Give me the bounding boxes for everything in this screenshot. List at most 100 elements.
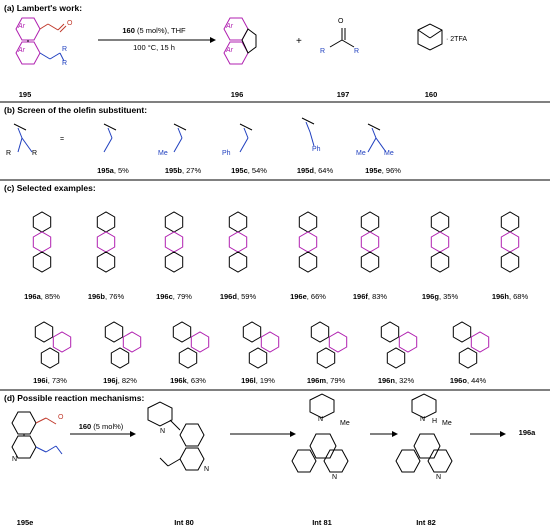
r1-label: R — [62, 46, 68, 53]
condition-line-2: 100 °C, 15 h — [133, 43, 175, 52]
label-196c: 196c, 79% — [156, 292, 192, 301]
me-195b: Me — [158, 150, 168, 157]
ring — [228, 251, 248, 273]
ring — [172, 321, 192, 343]
o-195e: O — [58, 414, 64, 421]
ring — [32, 251, 52, 273]
label-196g: 196g, 35% — [421, 292, 459, 301]
ring — [316, 347, 336, 369]
section-d-header: (d) Possible reaction mechanisms: — [4, 393, 145, 403]
label-195e: 195e — [16, 518, 34, 527]
me-195e-right: Me — [384, 150, 394, 157]
mech-condition: 160 (5 mol%) — [78, 422, 124, 431]
ring — [34, 321, 54, 343]
label-196b: 196b, 76% — [87, 292, 125, 301]
ph-195d: Ph — [312, 146, 321, 153]
ring — [310, 321, 330, 343]
r1-generic: R — [6, 150, 12, 157]
label-196h: 196h, 68% — [491, 292, 529, 301]
n2-int82: N — [436, 474, 442, 481]
label-195: 195 — [18, 90, 32, 99]
r2-197: R — [354, 48, 360, 55]
plus-sign: + — [296, 36, 302, 47]
n2-int81: N — [332, 474, 338, 481]
ring — [178, 347, 198, 369]
me-int82: Me — [442, 420, 452, 427]
ring — [386, 347, 406, 369]
ring — [298, 251, 318, 273]
ring — [470, 331, 490, 353]
n-int80: N — [160, 428, 166, 435]
condition-line-1: 160 (5 mol%), THF — [122, 26, 186, 35]
label-196j: 196j, 82% — [103, 376, 137, 385]
label-196i: 196i, 73% — [33, 376, 67, 385]
label-195a: 195a, 5% — [97, 166, 129, 175]
me-int81: Me — [340, 420, 350, 427]
equals-sign: = — [60, 136, 65, 143]
ring — [328, 331, 348, 353]
r2-generic: R — [32, 150, 38, 157]
ring — [40, 347, 60, 369]
label-196m: 196m, 79% — [306, 376, 346, 385]
product-196a: 196a — [518, 428, 536, 437]
label-196d: 196d, 59% — [219, 292, 257, 301]
ring — [500, 251, 520, 273]
label-196l: 196l, 19% — [241, 376, 275, 385]
label-int82: Int 82 — [416, 518, 436, 527]
ar-label-bottom: Ar — [18, 47, 25, 54]
o-197: O — [338, 18, 344, 25]
label-195c: 195c, 54% — [231, 166, 267, 175]
label-195d: 195d, 64% — [296, 166, 334, 175]
ring — [110, 347, 130, 369]
label-160: 160 — [424, 90, 438, 99]
ph-195c: Ph — [222, 150, 231, 157]
ar-196-top: Ar — [226, 23, 233, 30]
h-int82: H — [432, 418, 438, 425]
me-195e-left: Me — [356, 150, 366, 157]
ring — [164, 251, 184, 273]
ring — [360, 251, 380, 273]
label-196f: 196f, 83% — [352, 292, 388, 301]
section-b-header: (b) Screen of the olefin substituent: — [4, 105, 148, 115]
label-int80: Int 80 — [174, 518, 194, 527]
label-196: 196 — [230, 90, 244, 99]
label-195e: 195e, 96% — [365, 166, 401, 175]
label-195b: 195b, 27% — [164, 166, 202, 175]
n-int81: N — [318, 416, 324, 423]
ring — [458, 347, 478, 369]
n2-int80: N — [204, 466, 210, 473]
label-196k: 196k, 63% — [170, 376, 206, 385]
ring — [242, 321, 262, 343]
ar-label-top: Ar — [18, 23, 25, 30]
section-a-header: (a) Lambert's work: — [4, 3, 83, 13]
ring — [122, 331, 142, 353]
label-196a: 196a, 85% — [24, 292, 60, 301]
ring — [260, 331, 280, 353]
r2-label: R — [62, 60, 68, 67]
label-196e: 196e, 66% — [290, 292, 326, 301]
n-195e: N — [12, 456, 18, 463]
label-196n: 196n, 32% — [377, 376, 415, 385]
ring — [452, 321, 472, 343]
ring — [52, 331, 72, 353]
ring — [96, 251, 116, 273]
ring — [380, 321, 400, 343]
ring — [104, 321, 124, 343]
label-197: 197 — [336, 90, 350, 99]
r1-197: R — [320, 48, 326, 55]
ring — [190, 331, 210, 353]
label-int81: Int 81 — [312, 518, 332, 527]
ar-196-bottom: Ar — [226, 47, 233, 54]
n-int82: N — [420, 416, 426, 423]
tfa-label: · 2TFA — [446, 36, 468, 43]
label-196o: 196o, 44% — [449, 376, 487, 385]
ring — [248, 347, 268, 369]
section-c-header: (c) Selected examples: — [4, 183, 96, 193]
o-label: O — [67, 20, 73, 27]
ring — [430, 251, 450, 273]
